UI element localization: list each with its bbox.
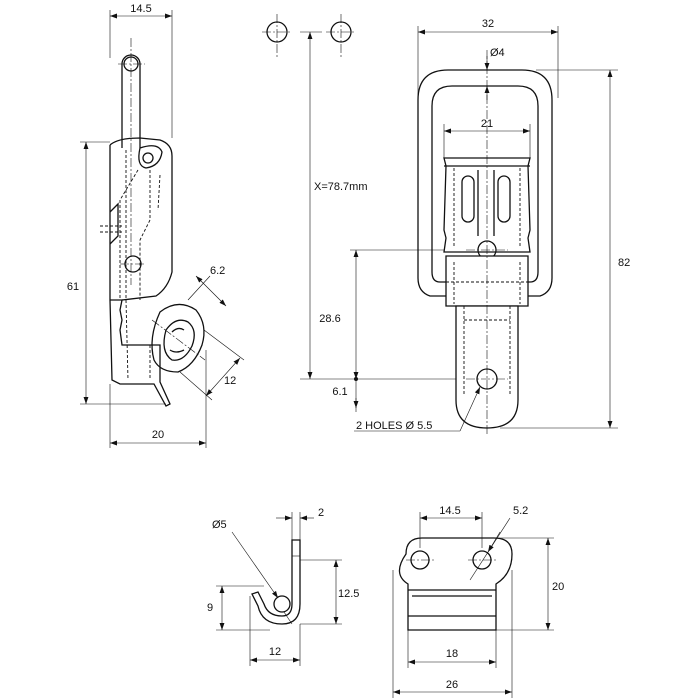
dim-plate-hole-arrow xyxy=(487,531,501,553)
dim-side-slot-length xyxy=(205,357,241,397)
front-slot-right xyxy=(497,175,511,223)
dim-side-slot-width xyxy=(195,275,227,307)
dim-keeper-hook-height-label: 9 xyxy=(207,602,213,614)
side-curl-pin xyxy=(142,152,154,164)
side-hook xyxy=(109,202,119,245)
dim-ext xyxy=(203,329,245,361)
dim-keeper-hole-label: Ø5 xyxy=(212,519,227,531)
front-loop-outer xyxy=(417,69,553,297)
side-slotted-piece xyxy=(151,303,205,373)
dim-keeper-hole-leader xyxy=(231,531,279,599)
dim-loop-diameter-label: Ø4 xyxy=(490,47,505,59)
side-hidden-lower xyxy=(125,299,151,381)
keeper-front-view: 14.5 5.2 20 18 26 xyxy=(392,505,564,698)
dim-keeper-depth-label: 12 xyxy=(269,646,281,658)
front-slot-left xyxy=(461,175,475,223)
dim-side-slot-length-label: 12 xyxy=(224,375,236,387)
front-view: 32 Ø4 21 82 2 HOLES Ø 5.5 xyxy=(354,18,630,436)
dim-keeper-thickness-label: 2 xyxy=(318,507,324,519)
dim-ext xyxy=(187,275,211,301)
dim-hole-height-label: 28.6 xyxy=(319,313,340,325)
dim-bottom-offset-label: 6.1 xyxy=(332,386,347,398)
keeper-hole xyxy=(273,595,291,613)
side-lever-arm xyxy=(121,64,141,148)
side-slot-axis xyxy=(151,319,206,361)
side-slot xyxy=(163,319,195,361)
side-body-outline xyxy=(109,145,171,407)
dim-side-slot-width-label: 6.2 xyxy=(210,265,225,277)
side-curl xyxy=(138,145,163,169)
keeper-plate-outline xyxy=(398,537,513,631)
dim-distance-x-label: X=78.7mm xyxy=(314,181,368,193)
dim-holes-note: 2 HOLES Ø 5.5 xyxy=(356,420,432,432)
front-loop-inner xyxy=(431,85,539,283)
dim-loop-inner-width-label: 21 xyxy=(481,118,493,130)
hole-pattern: X=78.7mm 28.6 6.1 xyxy=(262,14,490,412)
dim-plate-tab-width-label: 18 xyxy=(446,648,458,660)
side-hook-hidden xyxy=(100,225,122,233)
side-view: 14.5 61 20 6.2 12 xyxy=(67,3,245,448)
keeper-side-view: 2 Ø5 12.5 9 12 xyxy=(207,507,359,666)
side-hidden-lines xyxy=(119,150,161,300)
dim-plate-hole-diameter-label: 5.2 xyxy=(513,505,528,517)
dim-front-width-label: 32 xyxy=(482,18,494,30)
side-lever-top xyxy=(121,54,141,65)
dim-side-bottom-width-label: 20 xyxy=(152,429,164,441)
dim-plate-hole-spacing-label: 14.5 xyxy=(439,505,460,517)
side-top-hole xyxy=(123,56,139,72)
dim-holes-leader xyxy=(459,386,481,432)
keeper-profile xyxy=(251,539,301,625)
side-body-top xyxy=(109,137,173,301)
side-slot-inner xyxy=(169,327,185,353)
dim-keeper-hole-leader-2 xyxy=(283,611,293,625)
dim-side-height-label: 61 xyxy=(67,281,79,293)
dim-plate-height-label: 20 xyxy=(552,581,564,593)
dim-plate-width-label: 26 xyxy=(446,679,458,691)
dim-side-top-width-label: 14.5 xyxy=(130,3,151,15)
dim-keeper-height-label: 12.5 xyxy=(338,588,359,600)
dim-ext xyxy=(179,371,213,401)
dim-front-height-label: 82 xyxy=(618,257,630,269)
